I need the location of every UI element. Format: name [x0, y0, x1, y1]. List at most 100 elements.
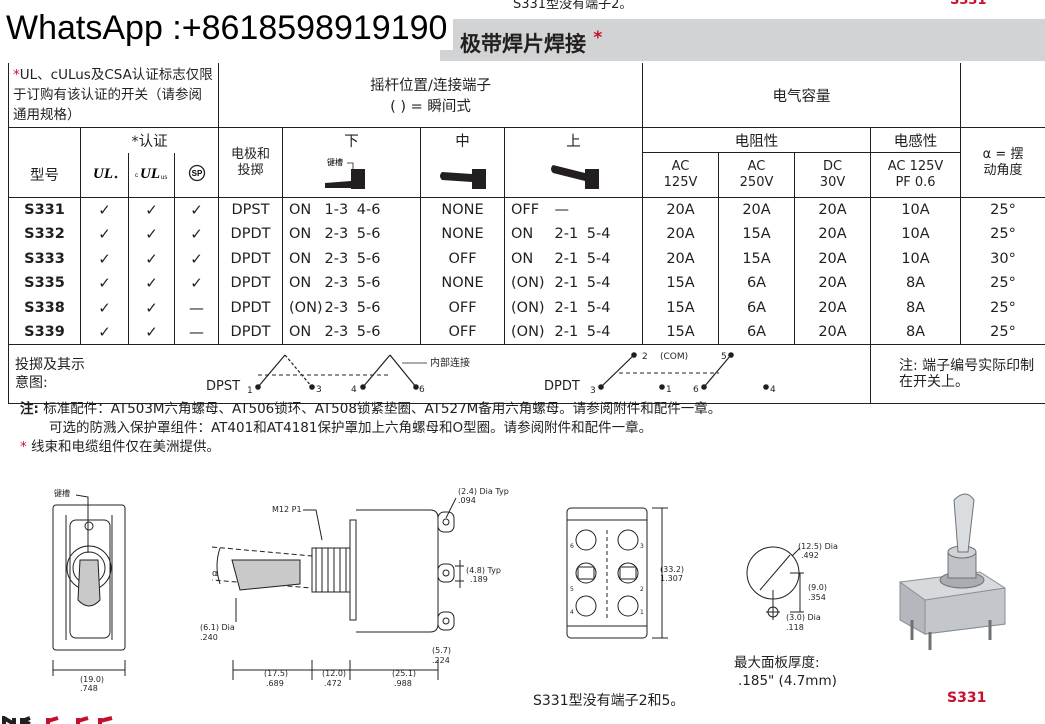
pole-header: 电极和投掷 [218, 127, 283, 198]
note-line-2: 可选的防溅入保护罩组件：AT401和AT4181保护罩加上六角螺母和O型圈。请参… [49, 420, 653, 436]
cell-up: ON [504, 246, 555, 271]
cell-alpha: 25° [960, 295, 1045, 320]
cell-ind: 8A [870, 295, 962, 320]
cell-up: ON [504, 222, 555, 247]
csa-icon: SP [174, 152, 219, 198]
svg-text:(6.1) Dia: (6.1) Dia [200, 623, 235, 632]
svg-text:(25.1): (25.1) [392, 669, 416, 678]
cell-ac125: 15A [642, 295, 720, 320]
svg-text:4: 4 [570, 609, 574, 616]
top-caption: S331型没有端子2。 [513, 0, 633, 12]
notes: 注: 标准配件：AT503M六角螺母、AT506锁环、AT508锁紧垫圈、AT5… [20, 400, 721, 457]
cell-up_t: 2-1 5-4 [554, 246, 644, 271]
svg-text:(17.5): (17.5) [264, 669, 288, 678]
cell-dc30: 20A [794, 320, 872, 345]
svg-text:(2.4) Dia Typ: (2.4) Dia Typ [458, 487, 509, 496]
watermark: WhatsApp :+8618598919190 [0, 6, 454, 50]
cell-csa: — [174, 320, 219, 345]
svg-text:UL: UL [140, 166, 160, 181]
nkk-logo-icon [1, 716, 113, 724]
terminal-note: 注: 端子编号实际印制在开关上。 [870, 344, 1045, 404]
cell-ul: ✓ [80, 295, 129, 320]
svg-text:.224: .224 [432, 656, 450, 665]
svg-text:(3.0) Dia: (3.0) Dia [786, 613, 821, 622]
panel-thickness: 最大面板厚度:.185" (4.7mm) [734, 655, 837, 689]
col-dc30: DC 30V [794, 152, 872, 198]
cell-mid: NONE [420, 271, 505, 296]
ul-note: *UL、cULus及CSA认证标志仅限于订购有该认证的开关（请参阅通用规格） [8, 63, 219, 128]
cell-dc30: 20A [794, 295, 872, 320]
svg-text:6: 6 [693, 385, 699, 395]
cell-ac125: 15A [642, 271, 720, 296]
lever-mid-icon [420, 152, 505, 198]
svg-text:DPST: DPST [206, 379, 240, 394]
technical-drawings: (19.0) .748 键槽 M12 P1 (2.4) Dia Typ .094… [52, 487, 1006, 693]
model-col-top [8, 127, 81, 153]
cell-down: ON [282, 222, 325, 247]
part-code: S331 [947, 690, 987, 706]
schematic-label: 投掷及其示意图: [8, 344, 129, 404]
svg-text:.748: .748 [80, 684, 98, 693]
switch-photo [899, 493, 1006, 650]
cell-ul: ✓ [80, 222, 129, 247]
svg-text:.354: .354 [808, 593, 826, 602]
cell-model: S332 [8, 222, 81, 247]
svg-text:.988: .988 [394, 679, 412, 688]
cell-model: S339 [8, 320, 81, 345]
cell-pole: DPDT [218, 271, 283, 296]
cell-mid: NONE [420, 197, 505, 222]
col-ac125: AC 125V [642, 152, 720, 198]
cell-alpha: 25° [960, 222, 1045, 247]
pos-up-header: 上 [503, 127, 644, 153]
svg-text:1: 1 [247, 386, 253, 396]
lever-up-icon [503, 152, 644, 198]
svg-text:2: 2 [640, 586, 644, 593]
resistive-header: 电阻性 [642, 127, 872, 153]
note-line-1: 注: 标准配件：AT503M六角螺母、AT506锁环、AT508锁紧垫圈、AT5… [20, 401, 722, 417]
cell-pole: DPST [218, 197, 283, 222]
cell-pole: DPDT [218, 320, 283, 345]
svg-text:6: 6 [570, 543, 574, 550]
cell-down_t: 2-3 5-6 [324, 222, 421, 247]
cell-up_t: — [554, 197, 644, 222]
cell-ul: ✓ [80, 271, 129, 296]
cell-culus: ✓ [128, 271, 175, 296]
svg-text:(33.2): (33.2) [660, 565, 684, 574]
cell-up: (ON) [504, 320, 555, 345]
inductive-header: 电感性 [870, 127, 962, 153]
side-view-drawing: M12 P1 (2.4) Dia Typ .094 (4.8) Typ .189… [200, 487, 509, 688]
svg-text:SP: SP [191, 169, 202, 178]
blank-cell [960, 63, 1045, 128]
model-header: 型号 [8, 152, 81, 198]
svg-text:DPDT: DPDT [544, 379, 580, 394]
cell-ac250: 6A [718, 295, 796, 320]
cell-up_t: 2-1 5-4 [554, 271, 644, 296]
cell-down: ON [282, 271, 325, 296]
cell-down: ON [282, 320, 325, 345]
cell-model: S331 [8, 197, 81, 222]
svg-text:(5.7): (5.7) [432, 646, 451, 655]
cell-culus: ✓ [128, 222, 175, 247]
svg-text:3: 3 [316, 385, 322, 395]
cell-model: S338 [8, 295, 81, 320]
svg-text:(12.0): (12.0) [322, 669, 346, 678]
svg-text:(COM): (COM) [660, 352, 688, 362]
cell-model: S333 [8, 246, 81, 271]
bottom-view-drawing: 6 3 5 2 4 1 (33.2) 1.307 [566, 507, 684, 639]
cell-csa: ✓ [174, 222, 219, 247]
cell-ac250: 15A [718, 246, 796, 271]
svg-text:(19.0): (19.0) [80, 675, 104, 684]
cell-ind: 8A [870, 320, 962, 345]
front-view-drawing: (19.0) .748 键槽 [52, 488, 126, 693]
svg-text:us: us [161, 175, 167, 181]
svg-text:UL: UL [93, 166, 113, 181]
svg-text:.689: .689 [266, 679, 284, 688]
cell-ul: ✓ [80, 197, 129, 222]
svg-text:4: 4 [770, 385, 776, 395]
svg-text:1.307: 1.307 [660, 574, 683, 583]
cell-alpha: 25° [960, 197, 1045, 222]
cell-ac125: 15A [642, 320, 720, 345]
